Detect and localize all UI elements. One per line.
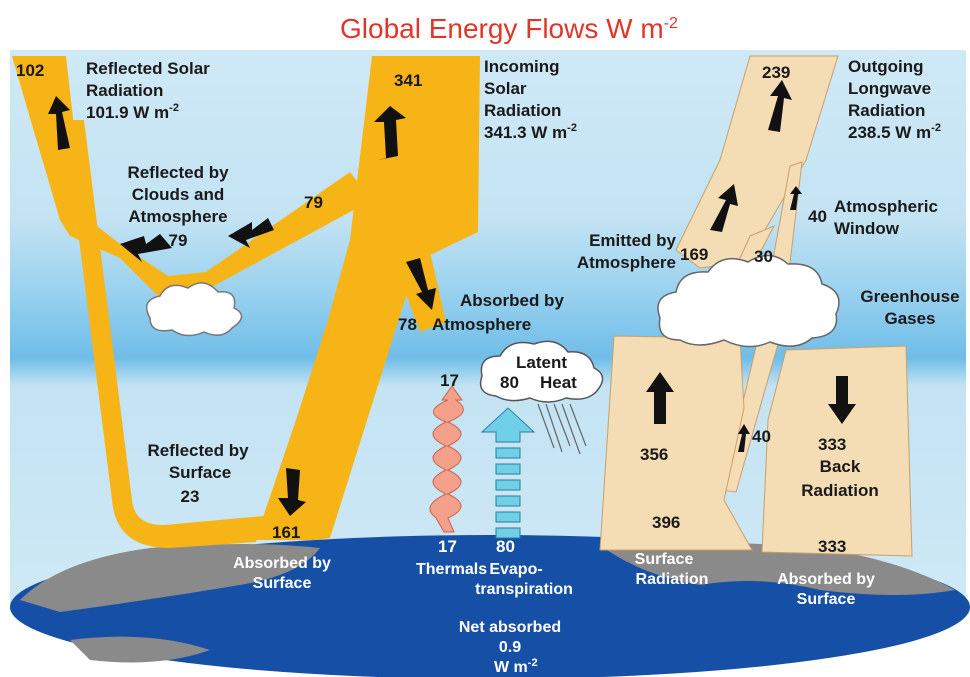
- num-40-lower: 40: [752, 427, 771, 446]
- evap-arrow: [480, 407, 536, 539]
- thermal-label: Thermals: [416, 561, 487, 578]
- emitted-num: 169: [680, 245, 708, 264]
- evap-arrowhead: [480, 407, 536, 443]
- evap-num: 80: [496, 537, 515, 556]
- net-unit: W m-2: [494, 657, 538, 676]
- absorbed-atmosphere-branch: [394, 252, 446, 332]
- arrow-outgoing-up: [768, 80, 792, 132]
- earth-land: [20, 542, 955, 663]
- latent-label-top: Latent: [516, 353, 567, 372]
- reflected-num: 102: [16, 61, 44, 80]
- latent-cloud: [479, 340, 604, 403]
- reflected-clouds-band: [70, 172, 372, 298]
- latent-label-bottom: Heat: [540, 373, 577, 392]
- incoming-solar-band: [256, 56, 480, 540]
- incoming-num: 341: [394, 71, 422, 90]
- absorbed-surface-num: 161: [272, 523, 300, 542]
- thermals-zigzag: [429, 385, 464, 533]
- thermal-bottom: 17: [438, 537, 457, 556]
- rain-lines: [537, 403, 587, 455]
- absorbed-atm-num: 78: [398, 315, 417, 334]
- arrow-emitted-up: [710, 184, 738, 232]
- arrow-back-down: [828, 376, 856, 424]
- arrow-clouds-left-2: [228, 218, 274, 248]
- num-30: 30: [754, 247, 773, 266]
- latent-cloud-shape: [479, 340, 604, 403]
- clouds-num: 79: [304, 193, 323, 212]
- arrow-strip40-up: [738, 424, 750, 452]
- main-cloud: [657, 254, 840, 348]
- left-cloud: [145, 282, 243, 337]
- back-num: 333: [818, 435, 846, 454]
- diagram-title: Global Energy Flows W m-2: [340, 13, 678, 44]
- outgoing-num: 239: [762, 63, 790, 82]
- back-bottom-num: 333: [818, 537, 846, 556]
- surface-num-396: 396: [652, 513, 680, 532]
- title-sup: -2: [664, 15, 678, 32]
- evap-label: Evapo-transpiration: [475, 561, 573, 598]
- window-num: 40: [808, 207, 827, 226]
- back-radiation-band: [761, 345, 913, 557]
- surface-num-356: 356: [640, 445, 668, 464]
- thermal-top: 17: [440, 371, 459, 390]
- solar-arrows: [48, 96, 436, 516]
- left-cloud-shape: [145, 282, 243, 337]
- arrow-surface-up: [646, 372, 674, 424]
- main-cloud-shape: [657, 254, 840, 348]
- arrow-window-up: [790, 186, 802, 210]
- reflected-value: 101.9 W m-2: [86, 102, 179, 122]
- latent-num: 80: [500, 373, 519, 392]
- reflected-surface-band: [64, 120, 264, 548]
- incoming-value: 341.3 W m-2: [484, 122, 577, 142]
- longwave-arrows: [646, 80, 856, 452]
- arrow-surface-down: [278, 468, 306, 516]
- arrow-atm-down: [406, 258, 436, 310]
- arrow-reflected-up: [48, 96, 70, 150]
- arrow-clouds-left: [120, 234, 172, 262]
- outgoing-value: 238.5 W m-2: [848, 122, 941, 142]
- reflected-solar-outer: [12, 56, 84, 236]
- arrow-incoming: [374, 106, 406, 160]
